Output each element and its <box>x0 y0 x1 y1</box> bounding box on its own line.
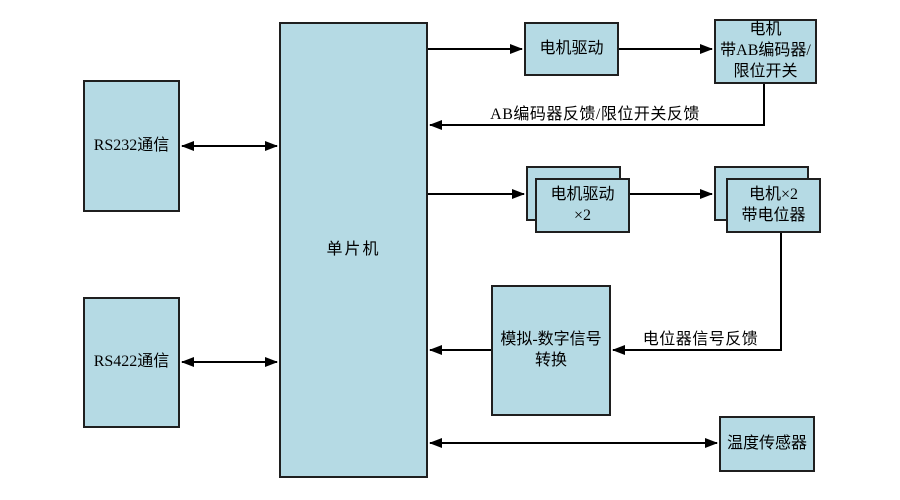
motor-drive-box: 电机驱动 <box>524 22 619 76</box>
motor-encoder-limit-box: 电机 带AB编码器/ 限位开关 <box>714 19 817 84</box>
temp-sensor-box: 温度传感器 <box>719 416 815 472</box>
motor-encoder-label: 电机 带AB编码器/ 限位开关 <box>720 21 811 80</box>
motor-x2-pot-box: 电机×2 带电位器 <box>726 178 821 233</box>
motor-drive-x2-box: 电机驱动 ×2 <box>535 178 630 233</box>
motor-drive-x2-label: 电机驱动 ×2 <box>550 185 615 224</box>
rs232-box: RS232通信 <box>83 80 180 212</box>
adc-label: 模拟-数字信号 转换 <box>500 330 602 369</box>
adc-box: 模拟-数字信号 转换 <box>491 285 611 416</box>
motor-drive-label: 电机驱动 <box>539 39 604 57</box>
rs232-label: RS232通信 <box>93 136 170 154</box>
temp-sensor-label: 温度传感器 <box>726 434 807 452</box>
rs422-label: RS422通信 <box>93 353 170 371</box>
conn-encoder-feedback-mcu <box>429 84 765 130</box>
rs422-box: RS422通信 <box>83 297 180 428</box>
conn-pot-feedback-adc <box>612 233 782 355</box>
mcu-box: 单片机 <box>279 22 428 478</box>
motor-x2-pot-label: 电机×2 带电位器 <box>741 185 806 224</box>
encoder-feedback-label: AB编码器反馈/限位开关反馈 <box>490 106 700 123</box>
pot-feedback-label: 电位器信号反馈 <box>642 331 759 348</box>
mcu-label: 单片机 <box>326 240 381 258</box>
